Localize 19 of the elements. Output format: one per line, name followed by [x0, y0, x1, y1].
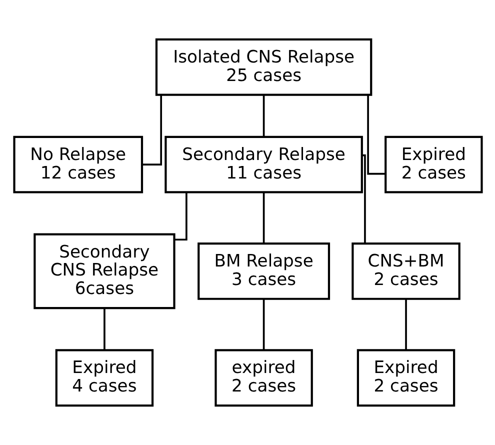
node-box: Expired 4 cases [54, 349, 154, 407]
connector [366, 95, 385, 175]
node-box: CNS+BM 2 cases [351, 242, 460, 300]
node-box: Secondary CNS Relapse 6cases [33, 233, 175, 310]
node-box: Expired 2 cases [356, 349, 455, 407]
connector [404, 299, 406, 350]
connector [103, 308, 105, 350]
node-box: Isolated CNS Relapse 25 cases [154, 38, 372, 96]
connector [262, 192, 264, 244]
connector [262, 299, 264, 350]
connector [174, 192, 187, 241]
node-box: BM Relapse 3 cases [197, 242, 330, 300]
connector [142, 94, 162, 166]
node-box: Expired 2 cases [384, 136, 482, 194]
connector [262, 94, 264, 137]
node-box: No Relapse 12 cases [12, 136, 143, 194]
connector [362, 154, 366, 244]
node-box: expired 2 cases [214, 349, 312, 407]
node-box: Secondary Relapse 11 cases [164, 136, 362, 194]
